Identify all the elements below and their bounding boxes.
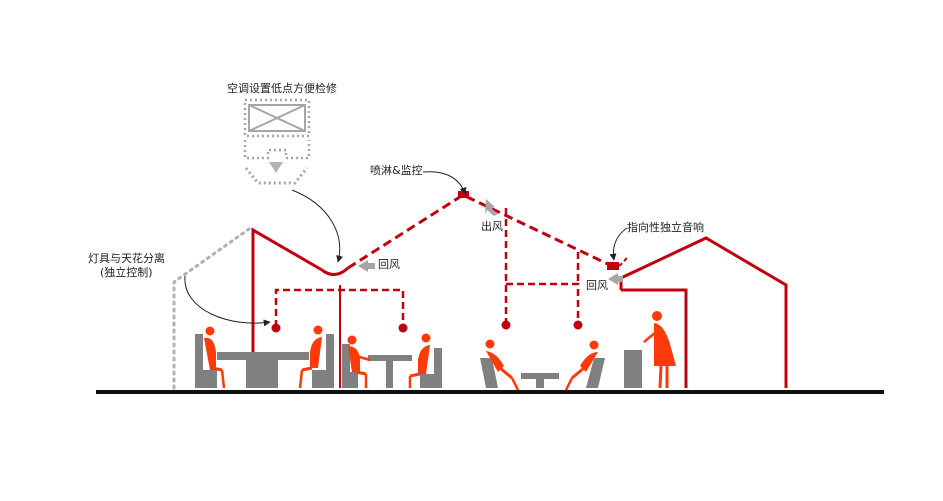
person-icon xyxy=(408,333,431,388)
ac-leader-arrow xyxy=(291,189,343,263)
return-air-arrow-icon xyxy=(358,260,375,272)
pendant-light xyxy=(573,320,583,330)
lights-label: 灯具与天花分离 xyxy=(88,251,165,265)
pendant-light xyxy=(501,320,511,330)
person-icon xyxy=(204,326,226,389)
person-icon xyxy=(643,311,676,389)
pendant-light xyxy=(398,323,408,333)
supply-air-arrow-icon xyxy=(485,199,498,216)
furniture-group xyxy=(195,334,642,388)
speaker-leader-arrow xyxy=(609,227,628,261)
table-leg xyxy=(536,379,544,388)
ac-unit-icon xyxy=(243,98,311,185)
left-building-wall xyxy=(251,227,323,388)
lounge-chair xyxy=(480,358,498,388)
sofa xyxy=(195,334,203,388)
sofa-seat xyxy=(420,374,442,388)
ac-down-arrow-icon xyxy=(269,162,283,173)
bar-counter xyxy=(624,350,642,388)
return-air-arrow-icon xyxy=(608,273,623,285)
sofa-seat xyxy=(312,370,334,388)
lights-leader-arrow xyxy=(184,275,271,327)
lights-sublabel: (独立控制) xyxy=(100,265,153,279)
table-top xyxy=(217,352,309,360)
speaker-curve xyxy=(618,255,629,267)
person-icon xyxy=(485,339,520,391)
left-light-frame xyxy=(274,288,405,327)
table-leg xyxy=(386,361,393,388)
sofa xyxy=(342,344,350,388)
dotted-roof-outline xyxy=(172,227,251,390)
ac-label: 空调设置低点方便检修 xyxy=(227,81,337,95)
supply-air-label: 出风 xyxy=(481,219,503,233)
sofa-seat xyxy=(195,370,217,388)
table-top xyxy=(521,373,559,379)
table-base xyxy=(246,360,278,388)
lounge-chair xyxy=(586,358,605,388)
speaker-label: 指向性独立音响 xyxy=(627,220,704,234)
pendant-light xyxy=(271,323,281,333)
sofa xyxy=(326,334,334,388)
roof-valley-curve xyxy=(321,266,350,276)
dashed-ceiling-roof xyxy=(347,193,613,270)
people-group xyxy=(204,311,676,391)
sprinkler-camera-box xyxy=(458,191,469,198)
sprinkler-leader-arrow xyxy=(422,171,467,195)
table-top xyxy=(368,355,412,361)
return-air-label: 回风 xyxy=(378,258,400,271)
right-building-inner xyxy=(621,288,688,388)
person-icon xyxy=(298,325,323,389)
sprinkler-label: 喷淋&监控 xyxy=(370,163,423,177)
speaker-box xyxy=(607,262,619,270)
person-icon xyxy=(564,340,599,391)
sofa xyxy=(434,348,442,388)
right-building-outline xyxy=(619,236,788,388)
return-air-label-2: 回风 xyxy=(586,279,608,292)
person-icon xyxy=(347,335,371,388)
right-light-frame xyxy=(506,282,580,324)
sofa-seat xyxy=(342,372,358,388)
